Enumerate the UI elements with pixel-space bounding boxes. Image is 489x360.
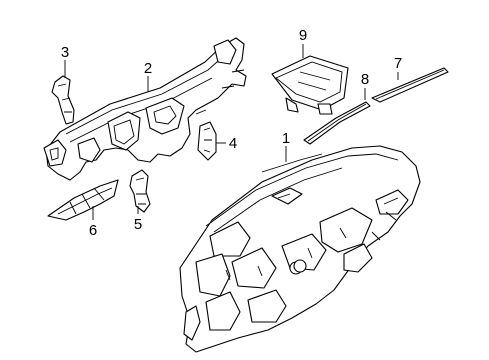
part-1-instrument-panel	[179, 145, 421, 353]
part-6-duct	[47, 179, 119, 221]
callout-9: 9	[299, 27, 307, 44]
part-8-trim-strip	[303, 101, 371, 145]
callout-4: 4	[229, 135, 237, 152]
part-7-trim-strip	[371, 67, 449, 103]
callout-6: 6	[89, 222, 97, 239]
part-3-bracket	[51, 75, 75, 125]
callout-8: 8	[361, 71, 369, 88]
callout-7: 7	[394, 55, 402, 72]
part-4-bracket	[197, 121, 217, 161]
callout-1: 1	[282, 130, 290, 147]
callout-2: 2	[144, 60, 152, 77]
callout-labels: 1 2 3 4 5 6 7 8 9	[61, 27, 402, 239]
callout-5: 5	[134, 216, 142, 233]
part-2-steering-member	[43, 37, 247, 181]
leader-lines	[64, 44, 399, 220]
callout-3: 3	[61, 44, 69, 61]
part-9-airbag-module	[271, 55, 349, 115]
part-5-bracket	[129, 169, 151, 213]
